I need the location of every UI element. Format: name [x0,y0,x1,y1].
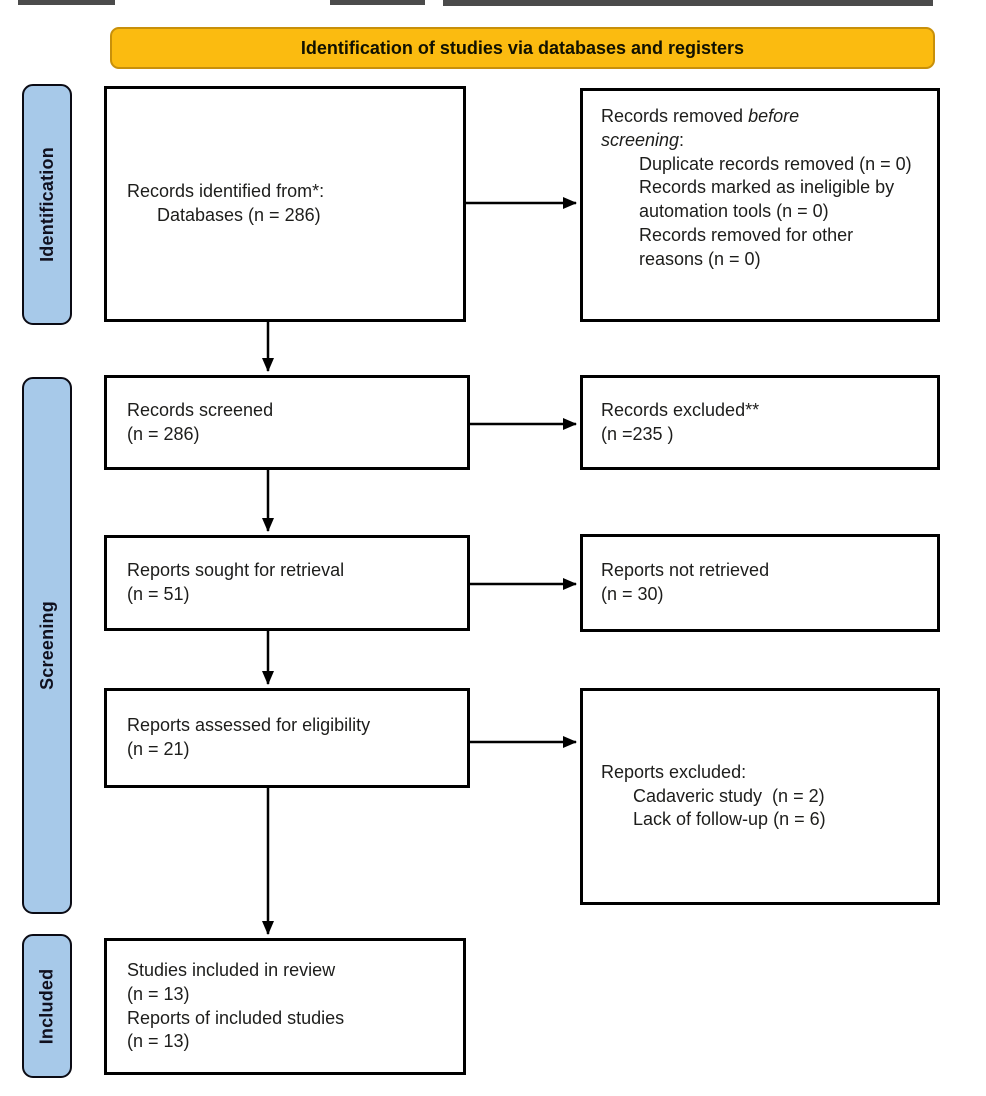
stage-label-text: Screening [36,601,57,690]
box-line: Databases (n = 286) [157,205,321,225]
cropped-text-remnant [443,0,933,6]
box-studies-included: Studies included in review (n = 13) Repo… [104,938,466,1075]
stage-label-included: Included [22,934,72,1078]
box-records-identified: Records identified from*: Databases (n =… [104,86,466,322]
box-line: (n = 21) [127,739,190,759]
box-line: Reports assessed for eligibility [127,715,371,736]
box-line: (n = 30) [601,584,664,604]
box-list-item: Records removed for other reasons (n = 0… [639,224,859,269]
box-line: (n =235 ) [601,423,674,444]
box-line: Reports of included studies [127,1007,345,1028]
box-line: Records identified from*: [127,181,325,202]
box-list-item: Duplicate records removed (n = 0) [639,153,912,174]
stage-label-identification: Identification [22,84,72,325]
box-reports-not-retrieved: Reports not retrieved (n = 30) [580,534,940,632]
box-line: Records excluded** [601,399,760,420]
cropped-text-remnant [18,0,115,5]
cropped-text-remnant [330,0,425,5]
box-line: Reports sought for retrieval [127,560,345,581]
box-line: (n = 13) [127,1031,190,1052]
box-line: Studies included in review [127,960,336,980]
box-records-screened: Records screened (n = 286) [104,375,470,470]
box-line: (n = 51) [127,584,190,604]
box-line: Records screened [127,399,274,420]
box-records-removed-before-screening: Records removed before screening: Duplic… [580,88,940,322]
box-line: (n = 286) [127,423,200,444]
stage-label-screening: Screening [22,377,72,914]
box-line: Reports not retrieved [601,560,770,581]
box-list-item: Cadaveric study (n = 2) [633,785,825,806]
stage-label-text: Identification [36,147,57,262]
box-list-item: Lack of follow-up (n = 6) [633,809,826,830]
stage-label-text: Included [36,968,57,1044]
box-records-excluded: Records excluded** (n =235 ) [580,375,940,470]
box-line: Reports excluded: [601,761,747,782]
box-line: Records removed before [601,106,800,126]
box-line: screening: [601,129,685,150]
header-banner: Identification of studies via databases … [110,27,935,69]
box-reports-excluded: Reports excluded: Cadaveric study (n = 2… [580,688,940,905]
header-title: Identification of studies via databases … [300,37,745,58]
box-list-item: Records marked as ineligible by automati… [639,177,900,221]
box-reports-sought: Reports sought for retrieval (n = 51) [104,535,470,631]
box-line: (n = 13) [127,983,190,1004]
box-reports-assessed: Reports assessed for eligibility (n = 21… [104,688,470,788]
